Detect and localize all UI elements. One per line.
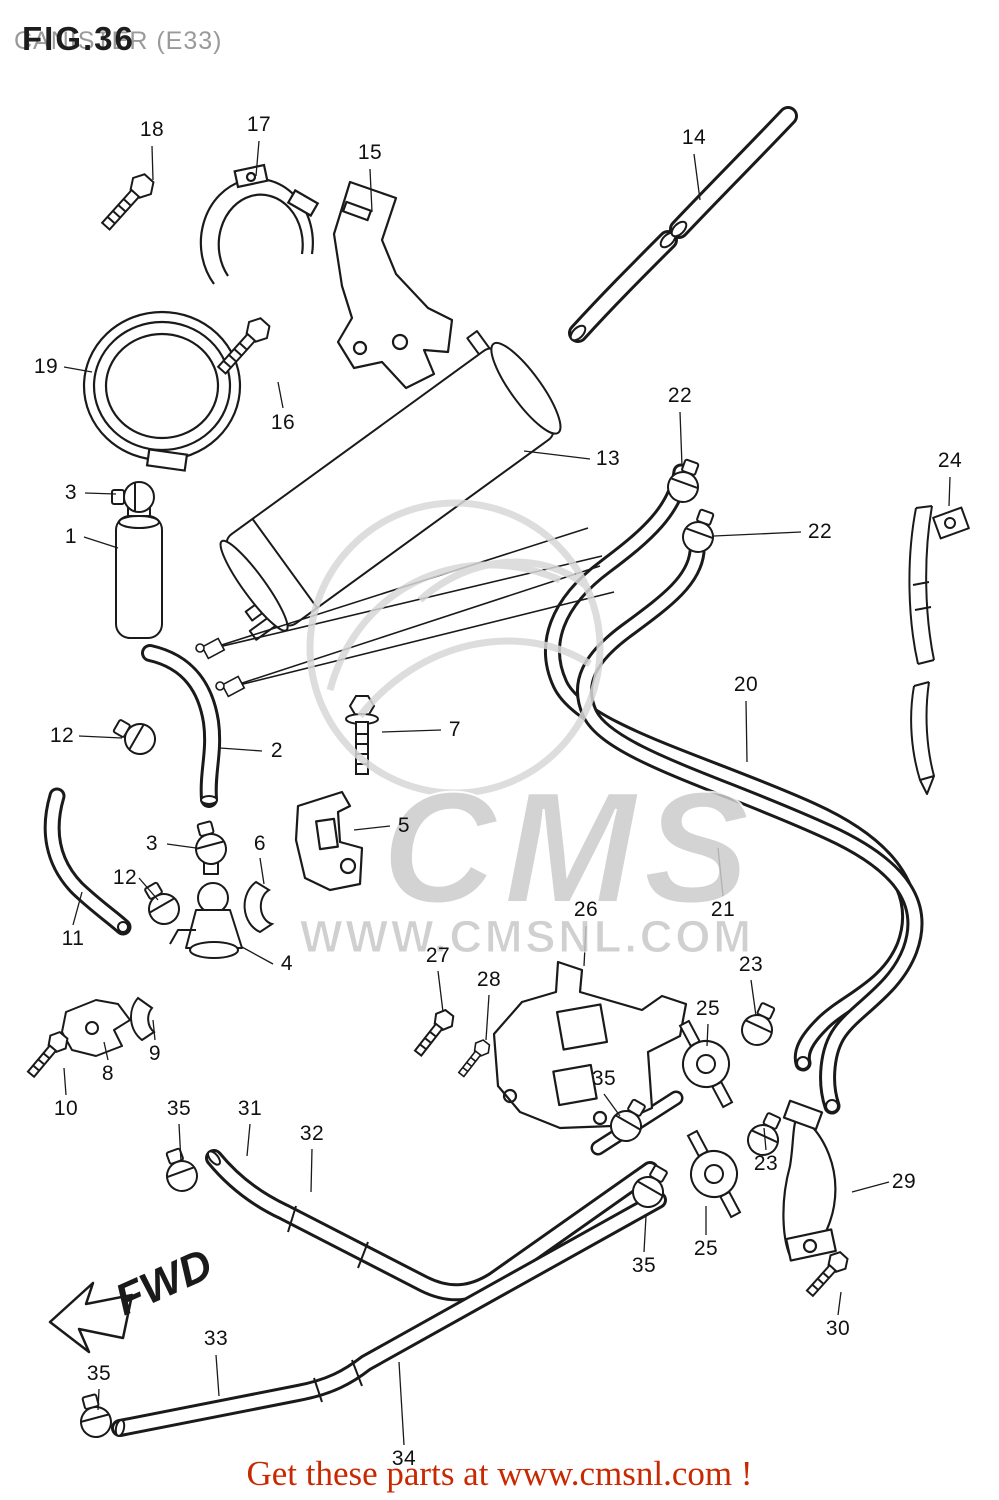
- bracket-26-drawing: [492, 960, 688, 1130]
- fwd-label: FWD: [108, 1240, 219, 1326]
- watermark-url-text: WWW.CMSNL.COM: [300, 911, 754, 962]
- bracket-17-drawing: [199, 163, 320, 285]
- fwd-indicator: FWD: [48, 1240, 220, 1354]
- watermark-emblem-circle: [306, 499, 604, 797]
- watermark: CMS WWW.CMSNL.COM: [300, 499, 757, 963]
- watermark-brand-text: CMS: [382, 760, 757, 936]
- bracket-29-drawing: [782, 1099, 837, 1262]
- clamp-ring-19-drawing: [82, 310, 242, 472]
- footer-text: Get these parts at www.cmsnl.com !: [246, 1454, 753, 1493]
- bracket-8-drawing: [61, 999, 131, 1057]
- strap-24-drawing: [908, 505, 970, 795]
- canister-13-drawing: [219, 330, 562, 641]
- figure-title: FIG.36: [22, 20, 135, 57]
- valves-25-drawing: [663, 1011, 757, 1227]
- part-6-drawing: [243, 880, 275, 934]
- hose-details: [114, 220, 839, 1437]
- part-1-drawing: [115, 497, 163, 639]
- hoses-drawing: [43, 106, 924, 1437]
- part-4-drawing: [169, 853, 243, 959]
- bracket-15-drawing: [332, 180, 454, 390]
- fwd-arrow-icon: [48, 1281, 134, 1354]
- half-clamp-9-drawing: [130, 996, 156, 1042]
- leader-lines: [63, 140, 951, 1446]
- bracket-5-drawing: [294, 790, 364, 892]
- figure-subtitle: CANISTER (E33): [14, 27, 223, 55]
